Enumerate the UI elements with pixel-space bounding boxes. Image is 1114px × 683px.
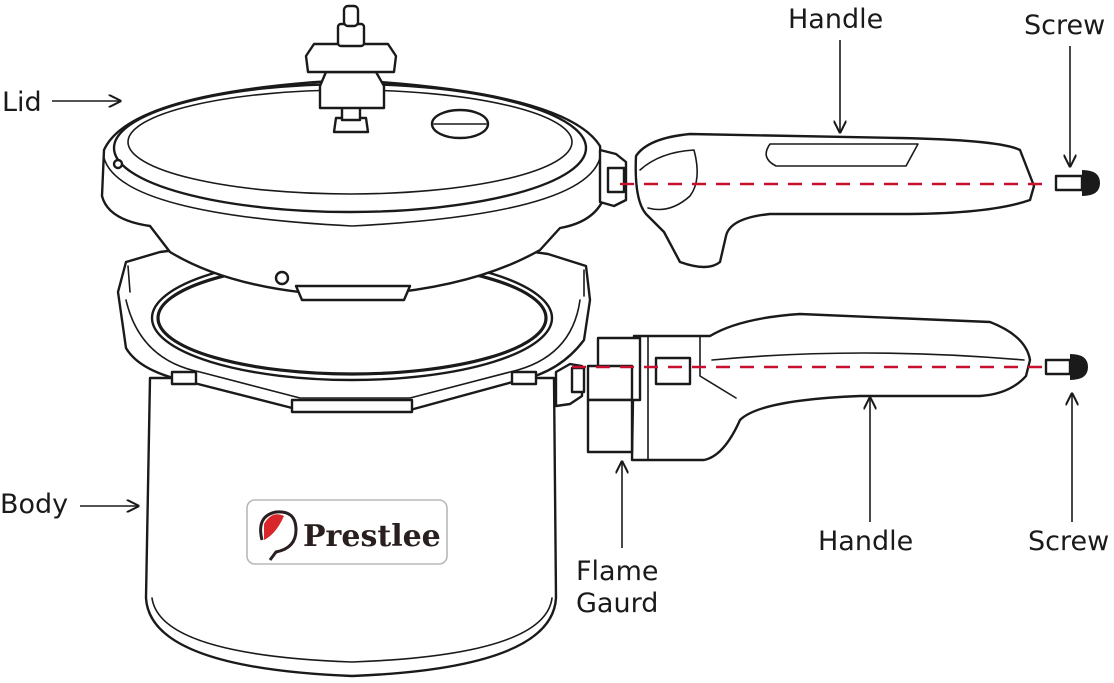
top-handle (634, 132, 1036, 269)
brand-logo-icon (259, 510, 298, 561)
label-handle-top: Handle (788, 4, 883, 35)
bottom-handle (630, 312, 1032, 462)
label-flame-guard-line2: Gaurd (576, 588, 658, 619)
label-screw-bottom: Screw (1028, 526, 1109, 557)
brand-name: Prestlee (303, 519, 441, 554)
cooker-lid (100, 4, 628, 302)
cooker-body (116, 238, 592, 678)
brand-plate: Prestlee (246, 499, 448, 565)
whistle-weight (304, 4, 398, 134)
label-handle-bottom: Handle (818, 526, 913, 557)
label-body: Body (0, 489, 68, 520)
bottom-screw (1044, 354, 1088, 380)
label-screw-top: Screw (1024, 10, 1105, 41)
top-screw (1054, 170, 1100, 196)
flame-guard (586, 336, 642, 454)
label-flame-guard-line1: Flame (576, 556, 659, 587)
label-lid: Lid (2, 87, 42, 118)
